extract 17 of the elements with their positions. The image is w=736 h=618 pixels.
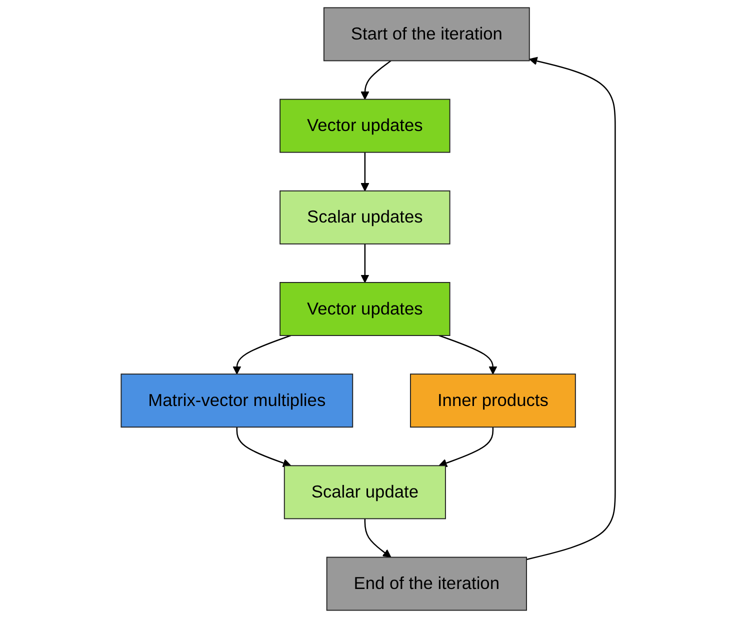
arrow [232,334,291,374]
arrow [438,334,497,374]
arrow [364,518,392,558]
node-box: Vector updates [279,98,450,153]
node-box: Scalar updates [279,190,450,244]
arrow [236,427,291,468]
arrow [526,56,616,560]
arrow [360,60,392,100]
node-box: Inner products [410,374,576,428]
node-box: Vector updates [279,282,450,336]
node-box: Start of the iteration [323,7,530,62]
arrow [438,427,494,468]
arrow [360,152,369,192]
node-box: End of the iteration [326,556,527,611]
node-box: Scalar update [284,465,446,520]
node-box: Matrix-vector multiplies [120,374,353,428]
arrow [360,244,369,283]
